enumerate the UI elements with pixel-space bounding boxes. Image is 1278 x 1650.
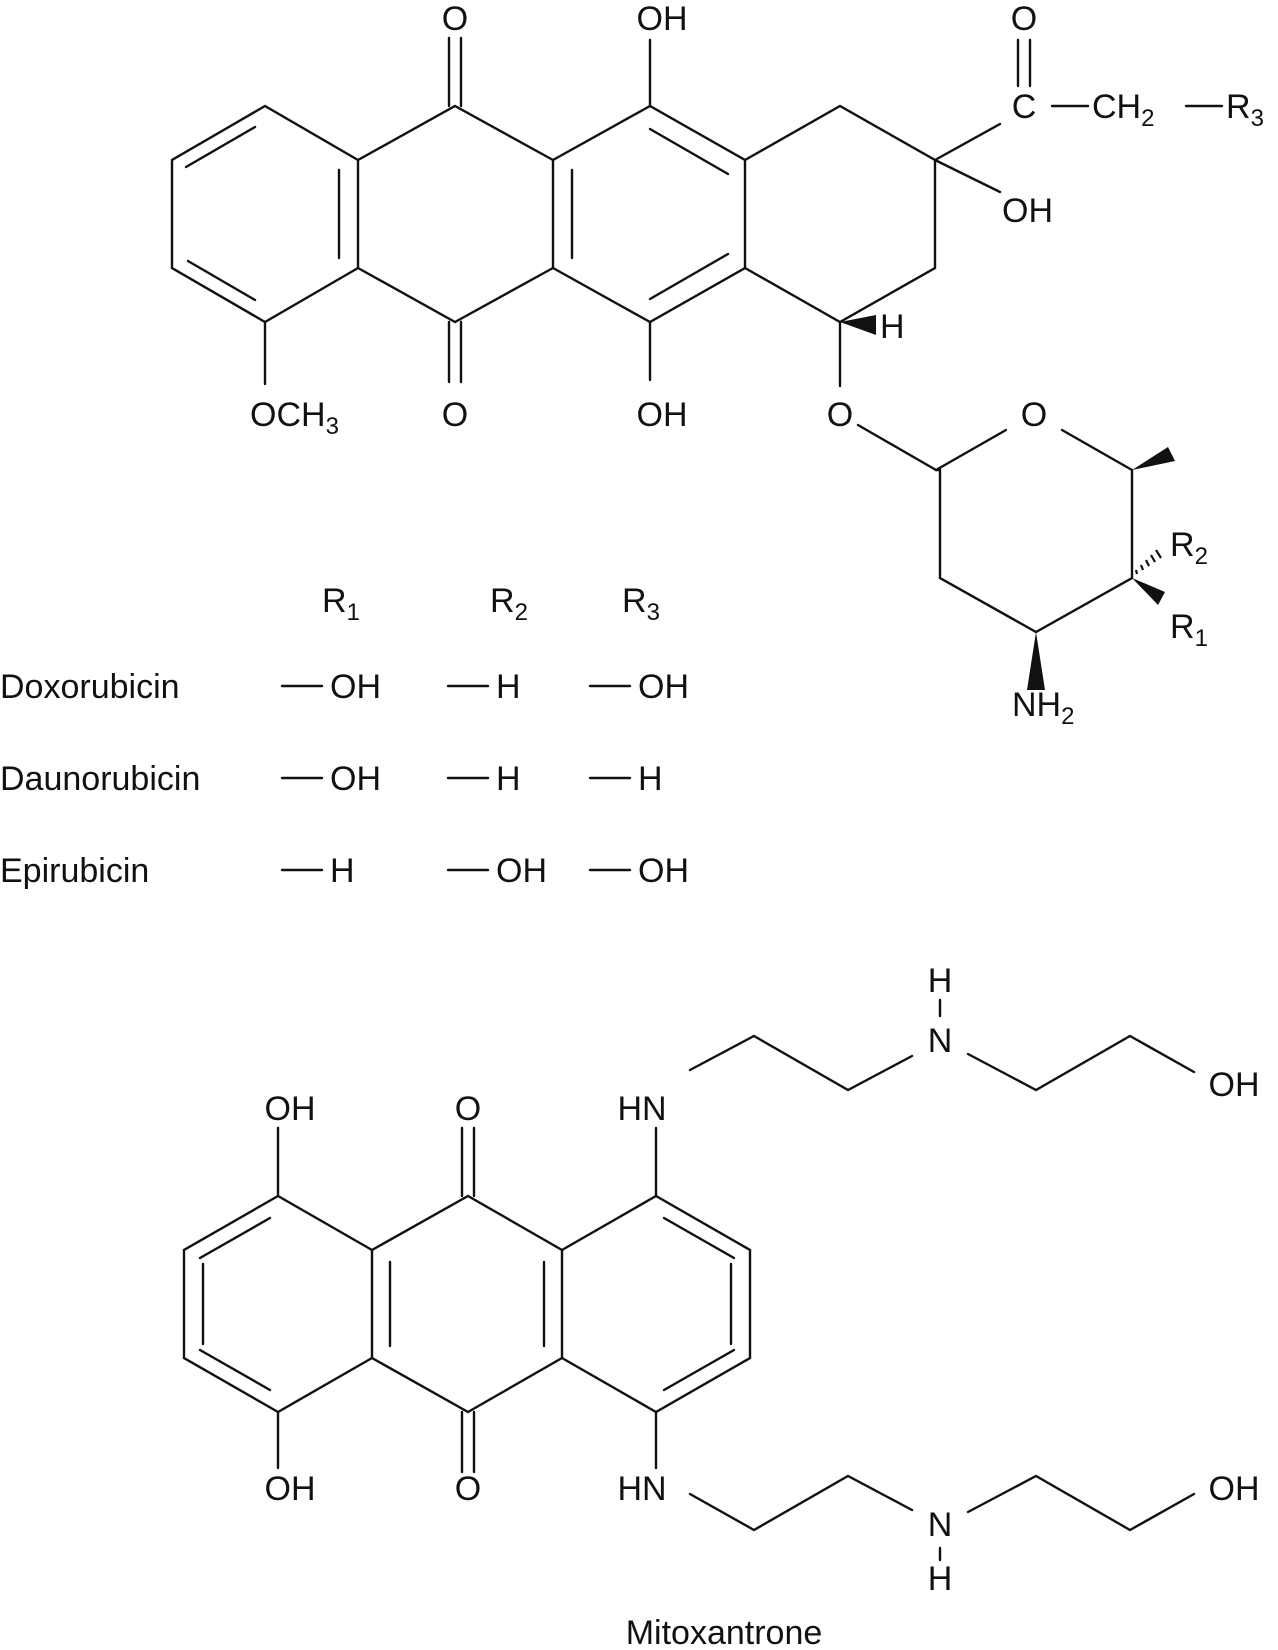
table-cell-r1: H	[330, 852, 355, 890]
ch2-subscript: 2	[1141, 105, 1154, 132]
table-row-name: Doxorubicin	[0, 668, 180, 706]
n-top-label: N	[928, 1022, 953, 1060]
h-c7-label: H	[880, 308, 905, 346]
o-bottom-label: O	[455, 1470, 481, 1508]
table-cell-r2: H	[496, 668, 521, 706]
table-cell-r3: OH	[638, 668, 689, 706]
ch2-main: CH	[1092, 88, 1141, 126]
table-header-r2: R2	[490, 582, 528, 626]
r1-sugar-label: R1	[1170, 608, 1208, 652]
r2-sugar-main: R	[1170, 526, 1195, 564]
mitoxantrone-name: Mitoxantrone	[626, 1614, 823, 1650]
r2-sugar-label: R2	[1170, 526, 1208, 570]
r2-sugar-subscript: 2	[1195, 543, 1208, 570]
table-cell-r2: H	[496, 760, 521, 798]
r1-sugar-main: R	[1170, 608, 1195, 646]
oh-top-left-label: OH	[265, 1090, 316, 1128]
table-row-name: Epirubicin	[0, 852, 149, 890]
och3-main: OCH	[250, 396, 326, 434]
oh-bottom-label: OH	[637, 396, 688, 434]
table-header-r3: R3	[622, 582, 660, 626]
hn-top-label: HN	[617, 1090, 666, 1128]
r1-sugar-subscript: 1	[1195, 625, 1208, 652]
ketone-o-label: O	[1011, 0, 1037, 38]
mitoxantrone-structure: OH O HN H N OH OH O HN N H OH Mitoxantro…	[182, 962, 1260, 1650]
nh2-label: NH2	[1012, 686, 1074, 730]
nh2-subscript: 2	[1061, 703, 1074, 730]
r3-subscript: 3	[1251, 105, 1264, 132]
h-top-label: H	[928, 962, 953, 1000]
oh-bottom-right-label: OH	[1209, 1470, 1260, 1508]
glycoside-o-label: O	[827, 396, 853, 434]
oh-top-right-label: OH	[1209, 1066, 1260, 1104]
ring-o-label: O	[1021, 396, 1047, 434]
table-header-r1: R1	[322, 582, 360, 626]
table-cell-r3: OH	[638, 852, 689, 890]
n-bottom-label: N	[928, 1506, 953, 1544]
h-bottom-label: H	[928, 1560, 953, 1598]
table-cell-r1: OH	[330, 760, 381, 798]
och3-label: OCH3	[250, 396, 339, 440]
table-cell-r3: H	[638, 760, 663, 798]
table-row-name: Daunorubicin	[0, 760, 200, 798]
carbonyl-c-label: C	[1012, 88, 1037, 126]
hn-bottom-label: HN	[617, 1470, 666, 1508]
o-top-label: O	[455, 1090, 481, 1128]
table-cell-r1: OH	[330, 668, 381, 706]
hashed-bond	[1134, 549, 1162, 575]
nh2-main: NH	[1012, 686, 1061, 724]
table-cell-r2: OH	[496, 852, 547, 890]
r3-label: R3	[1226, 88, 1264, 132]
substituent-table: R1 R2 R3 Doxorubicin OH H OH Daunorubici…	[0, 582, 689, 890]
r3-main: R	[1226, 88, 1251, 126]
anthracycline-structure: O OH O C CH2 R3 OH H OCH3 O OH O O R2 R1…	[170, 0, 1264, 730]
oh-c9-label: OH	[1002, 192, 1053, 230]
oh-top-label: OH	[637, 0, 688, 38]
quinone-o-top-label: O	[442, 0, 468, 38]
ch2-label: CH2	[1092, 88, 1154, 132]
oh-bottom-left-label: OH	[265, 1470, 316, 1508]
och3-subscript: 3	[326, 413, 339, 440]
quinone-o-bottom-label: O	[442, 396, 468, 434]
